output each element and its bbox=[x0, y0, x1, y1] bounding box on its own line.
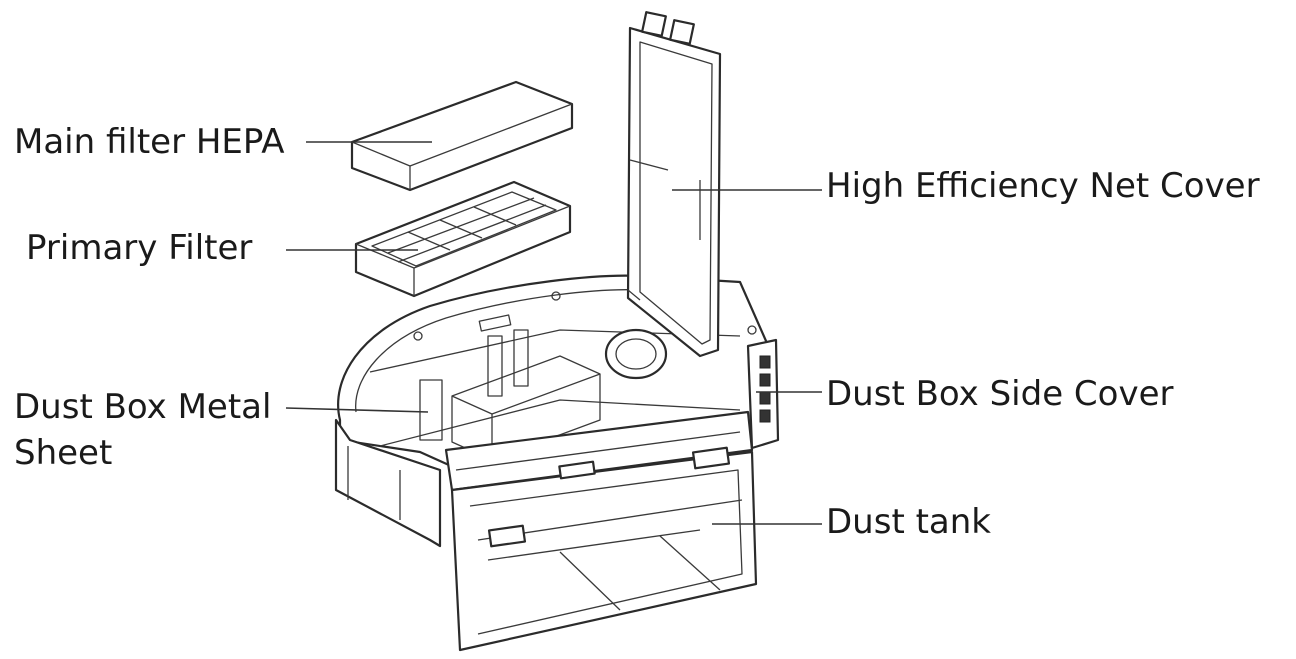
label-main-filter-hepa: Main filter HEPA bbox=[14, 120, 285, 164]
label-high-efficiency-net-cover: High Efficiency Net Cover bbox=[826, 164, 1260, 208]
label-primary-filter: Primary Filter bbox=[26, 226, 252, 270]
main-filter-hepa-part bbox=[352, 82, 572, 190]
high-efficiency-net-cover-part bbox=[628, 12, 720, 356]
label-dust-box-side-cover: Dust Box Side Cover bbox=[826, 372, 1174, 416]
primary-filter-part bbox=[356, 182, 570, 296]
label-dust-tank: Dust tank bbox=[826, 500, 991, 544]
dust-box-side-cover-part bbox=[748, 340, 778, 448]
label-metal-sheet-line-2: Sheet bbox=[14, 430, 271, 476]
label-dust-box-metal-sheet: Dust Box Metal Sheet bbox=[14, 384, 271, 476]
label-metal-sheet-line-1: Dust Box Metal bbox=[14, 384, 271, 430]
